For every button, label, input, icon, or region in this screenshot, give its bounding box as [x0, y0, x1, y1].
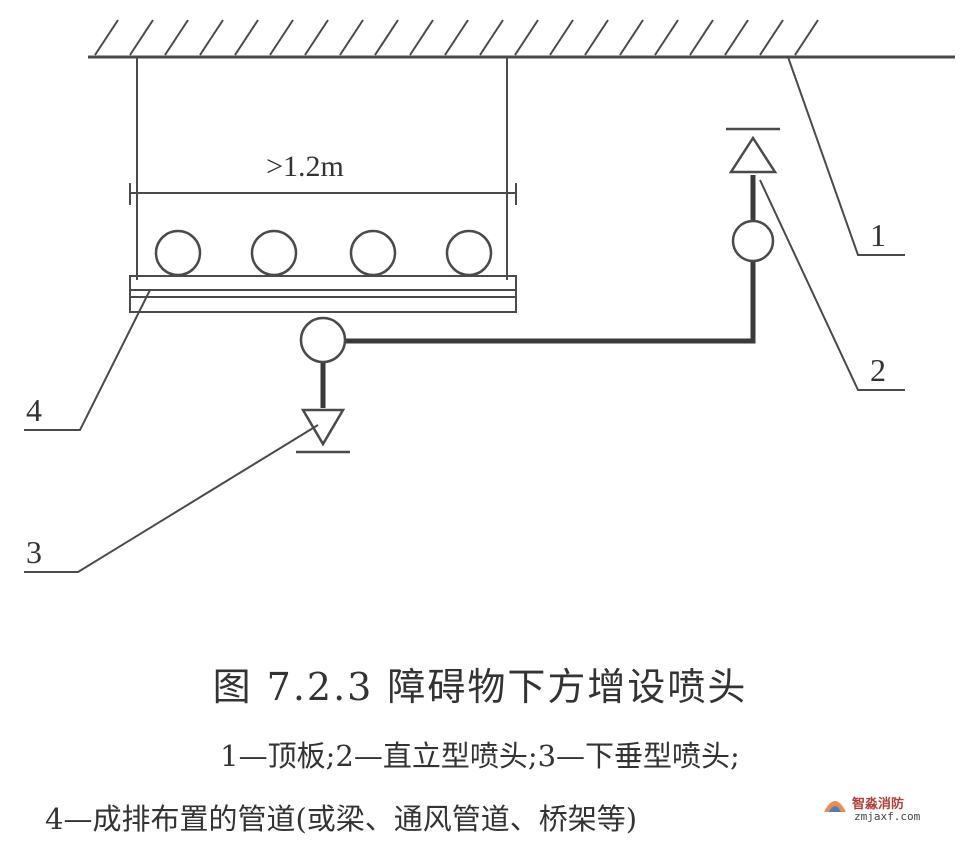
legend-line-2: 4—成排布置的管道(或梁、通风管道、桥架等): [45, 802, 638, 836]
upright-sprinkler-icon: [726, 127, 780, 174]
dimension-line: [129, 183, 517, 205]
watermark-url: zmjaxf.com: [854, 810, 921, 823]
ceiling-slab: [88, 19, 955, 59]
pipe-tray: [129, 275, 517, 313]
main-pipe-circle: [299, 316, 347, 364]
leader-lines: [24, 56, 905, 573]
callout-2: 2: [870, 352, 886, 388]
figure-title: 图 7.2.3 障碍物下方增设喷头: [212, 665, 748, 709]
pipe-circle: [445, 229, 493, 277]
callout-3: 3: [26, 534, 42, 570]
callout-4: 4: [26, 392, 42, 428]
pipe-hangers: [136, 57, 508, 280]
row-of-pipes: [154, 229, 493, 277]
watermark-name: 智淼消防: [852, 797, 905, 812]
watermark: 智淼消防 zmjaxf.com: [822, 790, 942, 830]
legend-line-1: 1—顶板;2—直立型喷头;3—下垂型喷头;: [220, 739, 740, 773]
pipe-circle: [154, 229, 202, 277]
branch-pipe: [320, 175, 756, 408]
watermark-logo-icon: [824, 801, 846, 812]
pendent-sprinkler-icon: [296, 408, 350, 454]
upright-pipe-fitting: [731, 219, 775, 263]
dimension-label: >1.2m: [266, 150, 344, 183]
pipe-circle: [349, 229, 397, 277]
pipe-circle: [250, 229, 298, 277]
sprinkler-obstruction-diagram: >1.2m 1 2 3 4: [24, 19, 955, 573]
callout-1: 1: [870, 217, 886, 253]
